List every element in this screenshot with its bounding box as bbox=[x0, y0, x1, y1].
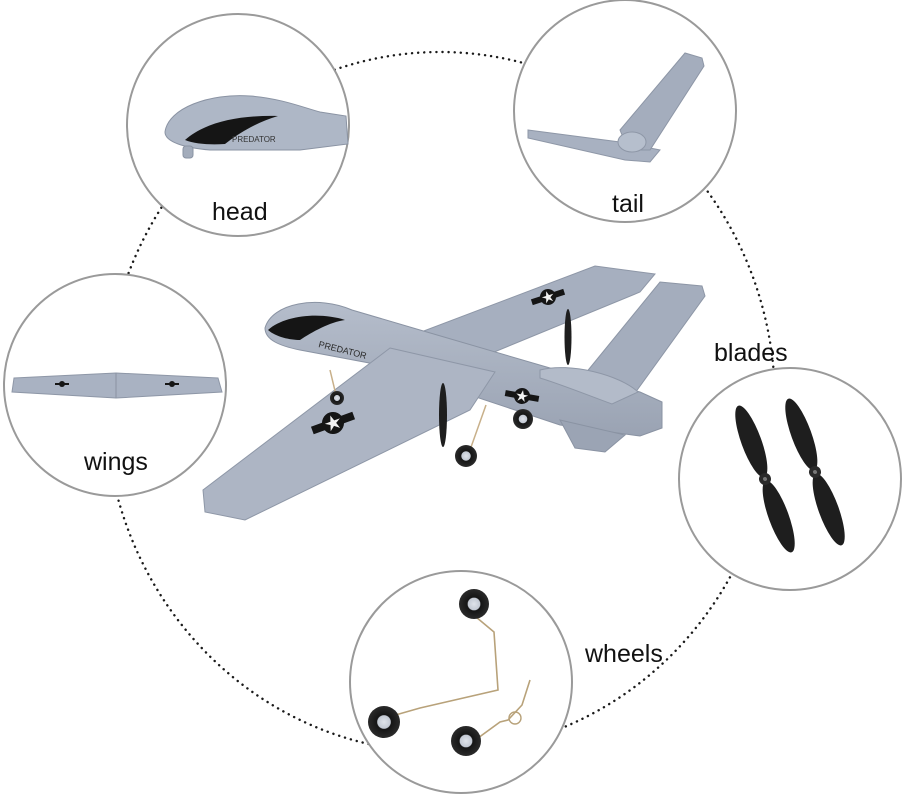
plane-wheel-main-right bbox=[513, 409, 533, 429]
wings-part bbox=[11, 372, 223, 399]
plane-propeller-far bbox=[564, 309, 572, 365]
wheel-left bbox=[368, 706, 400, 738]
plane-rear-hump bbox=[539, 367, 639, 405]
wings-part-circle bbox=[3, 273, 227, 497]
blades-part bbox=[735, 398, 845, 553]
gear-strut-main bbox=[469, 404, 487, 451]
plane-near-wing bbox=[202, 347, 496, 521]
blades-part-circle bbox=[678, 367, 902, 591]
far-wing-star-insignia bbox=[530, 288, 566, 306]
label-tail: tail bbox=[612, 190, 644, 218]
svg-text:PREDATOR: PREDATOR bbox=[232, 135, 276, 144]
plane-photo: PREDATOR bbox=[202, 265, 706, 521]
blade-right bbox=[785, 398, 845, 546]
wheel-top bbox=[459, 589, 489, 619]
gear-strut-front bbox=[329, 369, 337, 396]
fuselage-star-insignia bbox=[504, 388, 540, 404]
plane-tail-fin-near bbox=[559, 419, 627, 453]
blade-left bbox=[735, 405, 795, 553]
wheel-bottom bbox=[451, 726, 481, 756]
label-wings: wings bbox=[84, 448, 148, 476]
plane-wheel-main-left bbox=[455, 445, 477, 467]
plane-propeller-near bbox=[439, 383, 447, 447]
label-head: head bbox=[212, 198, 268, 226]
wheels-part bbox=[368, 589, 531, 756]
wheels-part-circle bbox=[349, 570, 573, 794]
plane-canopy-decal bbox=[268, 315, 345, 340]
label-wheels: wheels bbox=[585, 640, 663, 668]
wing-star-insignia bbox=[310, 411, 356, 435]
label-blades: blades bbox=[714, 339, 788, 367]
head-part-circle: PREDATOR bbox=[126, 13, 350, 237]
head-part: PREDATOR bbox=[164, 95, 349, 159]
plane-wheel-front bbox=[330, 391, 344, 405]
tail-part-circle bbox=[513, 0, 737, 223]
tail-part bbox=[527, 52, 705, 163]
